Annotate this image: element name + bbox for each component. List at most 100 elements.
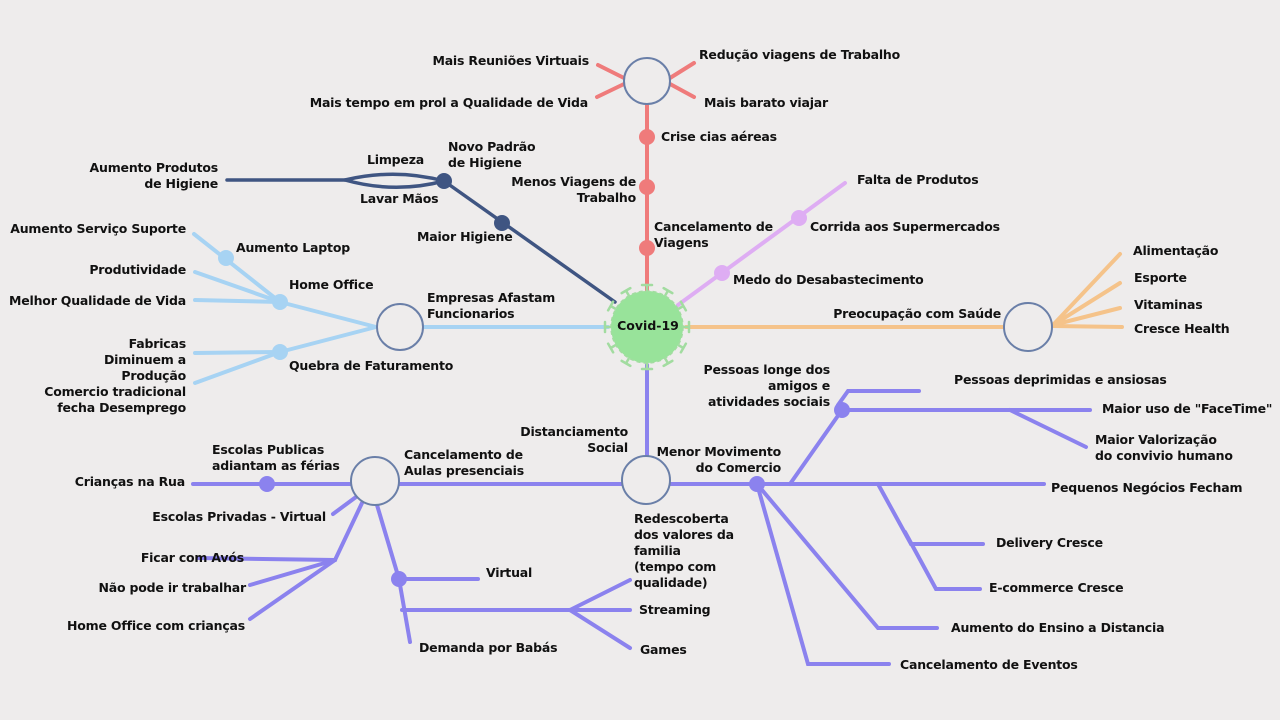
node-medo-desabastecimento[interactable]	[714, 265, 730, 281]
label-mais-reunioes-virtuais[interactable]: Mais Reuniões Virtuais	[432, 53, 589, 68]
schools-leaf-line	[248, 558, 337, 621]
label-falta-produtos[interactable]: Falta de Produtos	[857, 172, 979, 187]
friends-leaf-line	[1008, 408, 1088, 449]
label-maior-valorizacao-convivio[interactable]: Maior Valorização do convivio humano	[1095, 432, 1233, 463]
family-leaf-line	[568, 578, 632, 612]
label-escolas-publicas[interactable]: Escolas Publicas adiantam as férias	[212, 442, 340, 473]
commerce-leaf-line	[755, 482, 891, 666]
travel-leaf-line	[668, 61, 696, 80]
label-aumento-produtos-higiene[interactable]: Aumento Produtos de Higiene	[89, 160, 219, 191]
label-lavar-maos[interactable]: Lavar Mãos	[360, 191, 439, 206]
label-escolas-privadas-virtual[interactable]: Escolas Privadas - Virtual	[152, 509, 326, 524]
label-streaming[interactable]: Streaming	[639, 602, 711, 617]
label-menor-movimento-comercio[interactable]: Menor Movimento do Comercio	[656, 444, 782, 475]
label-mais-tempo-qualidade-vida[interactable]: Mais tempo em prol a Qualidade de Vida	[309, 95, 588, 110]
node-virtual[interactable]	[391, 571, 407, 587]
label-menos-viagens-trabalho[interactable]: Menos Viagens de Trabalho	[511, 174, 636, 205]
health-hub-node[interactable]	[1003, 302, 1053, 352]
label-mais-barato-viajar[interactable]: Mais barato viajar	[704, 95, 829, 110]
node-crise-cias-aereas[interactable]	[639, 129, 655, 145]
node-aumento-laptop[interactable]	[218, 250, 234, 266]
label-quebra-faturamento[interactable]: Quebra de Faturamento	[289, 358, 454, 373]
label-ecommerce-cresce[interactable]: E-commerce Cresce	[989, 580, 1124, 595]
label-delivery-cresce[interactable]: Delivery Cresce	[996, 535, 1103, 550]
work-line	[193, 350, 282, 355]
node-novo-padrao-higiene[interactable]	[436, 173, 452, 189]
label-nao-pode-trabalhar[interactable]: Não pode ir trabalhar	[98, 580, 247, 595]
label-corrida-supermercados[interactable]: Corrida aos Supermercados	[810, 219, 1000, 234]
node-escolas-publicas[interactable]	[259, 476, 275, 492]
health-leaf-line	[1051, 306, 1122, 327]
label-virtual[interactable]: Virtual	[486, 565, 533, 580]
label-medo-desabastecimento[interactable]: Medo do Desabastecimento	[733, 272, 924, 287]
supply-branch	[676, 181, 847, 307]
label-pessoas-deprimidas[interactable]: Pessoas deprimidas e ansiosas	[954, 372, 1167, 387]
node-menor-movimento[interactable]	[749, 476, 765, 492]
label-empresas-afastam[interactable]: Empresas Afastam Funcionarios	[427, 290, 556, 321]
node-menos-viagens[interactable]	[639, 179, 655, 195]
virus-spike-cap	[662, 359, 674, 368]
label-fabricas-diminuem[interactable]: Fabricas Diminuem a Produção	[103, 336, 186, 383]
label-home-office[interactable]: Home Office	[289, 277, 374, 292]
work-hub-node[interactable]	[376, 303, 424, 351]
label-pessoas-longe-amigos[interactable]: Pessoas longe dos amigos e atividades so…	[703, 362, 831, 409]
label-ensino-distancia[interactable]: Aumento do Ensino a Distancia	[951, 620, 1165, 635]
commerce-leaf-line	[903, 530, 982, 591]
travel-hub-node[interactable]	[623, 57, 671, 105]
travel-leaf-line	[595, 82, 626, 99]
label-cresce-health[interactable]: Cresce Health	[1134, 321, 1230, 336]
label-ficar-com-avos[interactable]: Ficar com Avós	[140, 550, 244, 565]
health-leaf-line	[1051, 252, 1122, 327]
work-line	[193, 270, 282, 304]
label-crise-cias-aereas[interactable]: Crise cias aéreas	[661, 129, 777, 144]
label-home-office-criancas[interactable]: Home Office com crianças	[67, 618, 245, 633]
label-demanda-babas[interactable]: Demanda por Babás	[419, 640, 558, 655]
label-melhor-qualidade-vida[interactable]: Melhor Qualidade de Vida	[9, 293, 186, 308]
work-line	[193, 298, 282, 304]
friends-line	[788, 408, 844, 486]
label-maior-uso-facetime[interactable]: Maior uso de "FaceTime"	[1102, 401, 1273, 416]
center-topic-covid-19[interactable]: Covid-19	[617, 318, 679, 333]
label-criancas-rua[interactable]: Crianças na Rua	[74, 474, 185, 489]
label-aumento-servico-suporte[interactable]: Aumento Serviço Suporte	[10, 221, 186, 236]
label-reducao-viagens-trabalho[interactable]: Redução viagens de Trabalho	[699, 47, 901, 62]
work-line	[193, 350, 282, 385]
virus-spike-cap	[620, 286, 632, 295]
label-esporte[interactable]: Esporte	[1134, 270, 1187, 285]
travel-leaf-line	[596, 63, 626, 80]
node-pessoas-longe[interactable]	[834, 402, 850, 418]
hygiene-lens-line	[343, 172, 451, 189]
node-corrida-supermercados[interactable]	[791, 210, 807, 226]
work-line	[278, 300, 378, 329]
center-node[interactable]	[610, 290, 684, 364]
label-vitaminas[interactable]: Vitaminas	[1134, 297, 1203, 312]
label-cancelamento-eventos[interactable]: Cancelamento de Eventos	[900, 657, 1078, 672]
label-pequenos-negocios-fecham[interactable]: Pequenos Negócios Fecham	[1051, 480, 1243, 495]
label-novo-padrao-higiene[interactable]: Novo Padrão de Higiene	[448, 139, 536, 170]
label-distanciamento-social[interactable]: Distanciamento Social	[520, 424, 628, 455]
label-cancelamento-viagens[interactable]: Cancelamento de Viagens	[654, 219, 773, 250]
node-cancelamento-viagens[interactable]	[639, 240, 655, 256]
social-hub-node[interactable]	[621, 455, 671, 505]
supply-trunk	[676, 181, 847, 307]
label-aumento-laptop[interactable]: Aumento Laptop	[236, 240, 350, 255]
covid-virus-icon	[603, 283, 691, 371]
label-cancelamento-aulas[interactable]: Cancelamento de Aulas presenciais	[404, 447, 524, 478]
label-limpeza[interactable]: Limpeza	[367, 152, 425, 167]
label-redescoberta-familia[interactable]: Redescoberta dos valores da familia (tem…	[634, 511, 734, 590]
label-alimentacao[interactable]: Alimentação	[1133, 243, 1219, 258]
label-produtividade[interactable]: Produtividade	[89, 262, 186, 277]
node-quebra-faturamento[interactable]	[272, 344, 288, 360]
node-maior-higiene[interactable]	[494, 215, 510, 231]
schools-leaf-line	[331, 495, 358, 516]
label-comercio-tradicional[interactable]: Comercio tradicional fecha Desemprego	[44, 384, 186, 415]
health-leaf-line	[1051, 324, 1124, 329]
label-preocupacao-saude[interactable]: Preocupação com Saúde	[833, 306, 1001, 321]
schools-hub-node[interactable]	[350, 456, 400, 506]
label-maior-higiene[interactable]: Maior Higiene	[417, 229, 513, 244]
virus-spike-cap	[606, 300, 615, 312]
label-games[interactable]: Games	[640, 642, 687, 657]
family-leaf-line	[568, 608, 632, 650]
node-home-office[interactable]	[272, 294, 288, 310]
